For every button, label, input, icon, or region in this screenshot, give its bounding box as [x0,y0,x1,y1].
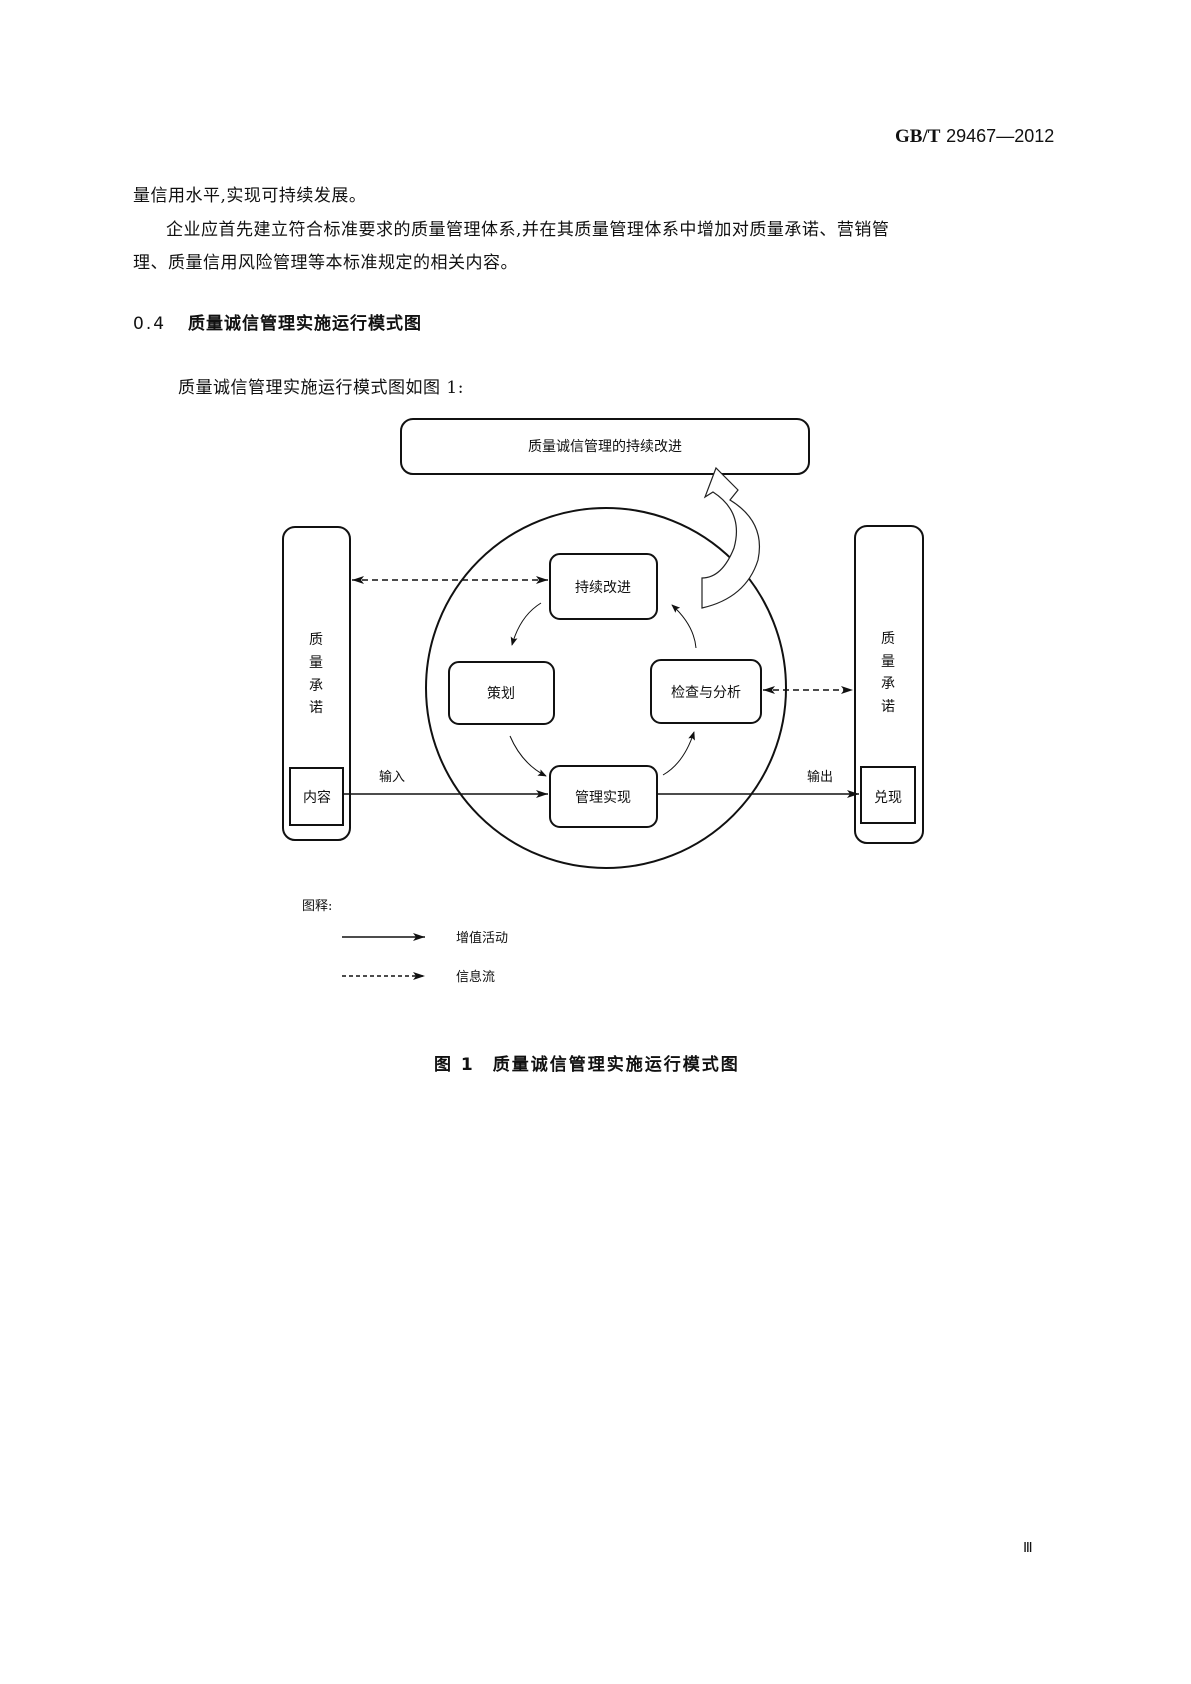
output-label: 输出 [807,769,833,785]
cycle-label-improve: 持续改进 [575,579,631,596]
section-heading: 0.4 质量诚信管理实施运行模式图 [133,309,422,334]
cycle-arrow-improve-to-plan [510,602,542,646]
legend-solid-label: 增值活动 [456,930,508,946]
body-para-2-line-2: 理、质量信用风险管理等本标准规定的相关内容。 [133,253,518,273]
left-column-char-4: 诺 [309,700,323,716]
fulfillment-box [860,766,916,824]
legend-title: 图释: [302,899,332,914]
right-column-char-2: 量 [881,654,895,670]
cycle-box-check [650,659,762,724]
legend-dashed-label: 信息流 [456,969,495,985]
input-label: 输入 [379,769,405,785]
cycle-box-improve [549,553,658,620]
standard-number: 29467—2012 [946,126,1055,146]
standard-code: GB/T 29467—2012 [895,126,1054,148]
left-column-char-1: 质 [309,632,323,648]
cycle-arrow-check-to-improve [671,604,697,649]
top-improvement-box [400,418,810,475]
right-column-char-1: 质 [881,631,895,647]
cycle-arrow-implement-to-check [662,731,695,776]
section-number: 0.4 [133,314,167,334]
fulfillment-label: 兑现 [874,790,902,806]
body-para-2-line-1: 企业应首先建立符合标准要求的质量管理体系,并在其质量管理体系中增加对质量承诺、营… [166,220,890,240]
section-title: 质量诚信管理实施运行模式图 [188,314,423,334]
cycle-label-plan: 策划 [487,685,515,702]
top-box-label: 质量诚信管理的持续改进 [528,438,682,455]
cycle-box-plan [448,661,555,725]
cycle-label-implement: 管理实现 [575,790,631,806]
right-column-char-4: 诺 [881,699,895,715]
page-number: Ⅲ [1023,1541,1033,1556]
right-column-char-3: 承 [881,676,895,692]
left-column-char-2: 量 [309,655,323,671]
cycle-box-implement [549,765,658,828]
cycle-arrow-plan-to-implement [509,735,547,777]
content-label: 内容 [303,789,331,806]
left-commitment-column [282,526,351,841]
figure-number: 图 1 [434,1055,475,1075]
figure-caption: 图 1 质量诚信管理实施运行模式图 [434,1050,740,1075]
improvement-feedback-arrow-icon [701,466,760,609]
section-intro: 质量诚信管理实施运行模式图如图 1: [178,378,464,398]
cycle-label-check: 检查与分析 [671,685,741,701]
left-column-char-3: 承 [309,678,323,694]
content-box [289,767,344,826]
standard-prefix: GB/T [895,126,941,147]
figure-title: 质量诚信管理实施运行模式图 [492,1055,740,1075]
right-commitment-column [854,525,924,844]
body-line-1: 量信用水平,实现可持续发展。 [133,186,367,206]
